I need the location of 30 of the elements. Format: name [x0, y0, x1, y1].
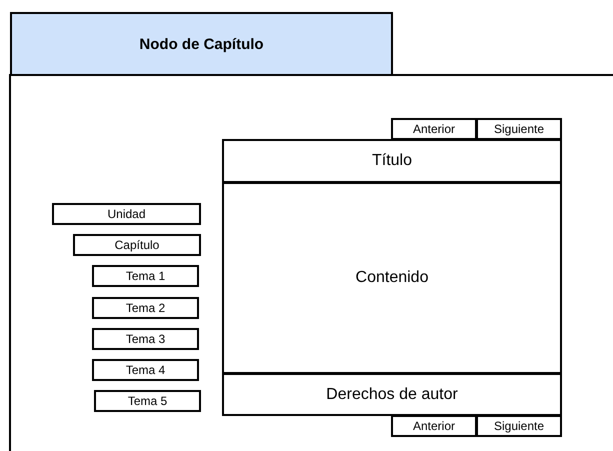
- label: Unidad: [107, 207, 146, 221]
- label: Siguiente: [494, 419, 544, 433]
- label: Contenido: [356, 269, 428, 287]
- footer-section: [222, 373, 562, 416]
- label: Tema 3: [126, 332, 166, 346]
- heading: Nodo de Capítulo: [139, 36, 264, 52]
- header-box: [10, 12, 393, 76]
- nav-button: [391, 415, 477, 437]
- label: Derechos de autor: [326, 386, 458, 404]
- nav-item: [92, 265, 199, 287]
- label: Siguiente: [494, 122, 544, 136]
- title-section: [222, 139, 562, 183]
- label: Anterior: [412, 122, 456, 136]
- nav-item: [92, 359, 199, 381]
- label: Tema 4: [126, 363, 166, 377]
- nav-button: [391, 118, 477, 140]
- nav-item: [52, 203, 201, 225]
- content-section: [222, 182, 562, 374]
- nav-button: [476, 415, 562, 437]
- nav-button: [476, 118, 562, 140]
- nav-item: [92, 328, 199, 350]
- label: Anterior: [412, 419, 456, 433]
- nav-item: [73, 234, 201, 256]
- label: Tema 5: [128, 394, 168, 408]
- nav-item: [92, 297, 199, 319]
- nav-item: [94, 390, 201, 412]
- label: Tema 1: [126, 269, 166, 283]
- label: Título: [372, 152, 412, 170]
- label: Tema 2: [126, 301, 166, 315]
- label: Capítulo: [114, 238, 160, 252]
